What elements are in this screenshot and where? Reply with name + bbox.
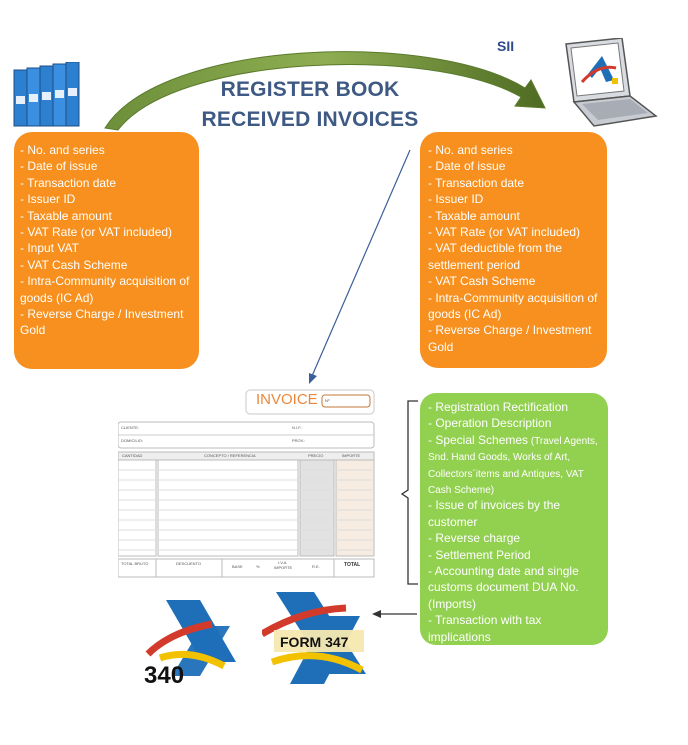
list-item: - Operation Description: [428, 415, 602, 431]
list-item: - VAT Rate (or VAT included): [20, 225, 173, 240]
list-item: - Transaction date: [428, 175, 525, 190]
left-info-box: - No. and series - Date of issue - Trans…: [14, 132, 199, 369]
title-line-1: REGISTER BOOK: [220, 78, 400, 101]
list-item: - Taxable amount: [20, 208, 112, 223]
list-item-text: - Accounting date and single customs doc…: [428, 564, 579, 611]
invoice-foot-amount: IMPORTE: [274, 565, 293, 570]
list-item: - Intra-Community acquisition of goods (…: [20, 274, 190, 305]
sii-label: SII: [497, 38, 515, 54]
invoice-title: INVOICE: [256, 391, 318, 408]
list-item: - Taxable amount: [428, 208, 520, 223]
invoice-col-concept: CONCEPTO / REFERENCIA: [204, 453, 256, 458]
invoice-foot-discount: DESCUENTO: [176, 561, 202, 566]
list-item: - Date of issue: [428, 159, 506, 174]
logo-340-text: 340: [144, 662, 185, 689]
list-item: - VAT Cash Scheme: [20, 257, 128, 272]
list-item: - Issue of invoices by the customer: [428, 497, 602, 530]
list-item-text: - Issue of invoices by the customer: [428, 498, 561, 529]
special-info-box: - Registration Rectification - Operation…: [420, 393, 608, 645]
list-item: - No. and series: [20, 143, 105, 157]
list-item: - Reverse Charge / Investment Gold: [20, 307, 184, 338]
right-info-box: - No. and series - Date of issue - Trans…: [420, 132, 607, 368]
list-item: - VAT Cash Scheme: [428, 274, 536, 289]
special-info-list: - Registration Rectification - Operation…: [428, 399, 602, 645]
invoice-address-label: DOMICILIO:: [121, 438, 144, 443]
list-item-text: - Special Schemes: [428, 432, 529, 447]
list-item-text: - Operation Description: [428, 416, 552, 431]
invoice-col-amount: IMPORTE: [342, 453, 361, 458]
list-item-text: - Transaction with tax implications: [428, 613, 542, 644]
list-item: - VAT deductible from the settlement per…: [428, 241, 563, 272]
invoice-foot-re: R.E.: [312, 564, 320, 569]
left-info-list: - No. and series - Date of issue - Trans…: [20, 142, 193, 339]
invoice-province-label: PROV.:: [292, 438, 306, 443]
list-item: - No. and series: [428, 143, 513, 157]
list-item-text: - Settlement Period: [428, 547, 531, 562]
list-item: - Transaction date: [20, 175, 117, 190]
list-item: - Input VAT: [20, 241, 79, 256]
agency-logo-347: FORM 347: [262, 590, 374, 686]
invoice-foot-gross: TOTAL BRUTO: [121, 561, 149, 566]
list-item: - Settlement Period: [428, 547, 602, 563]
list-item: - Issuer ID: [20, 192, 76, 207]
list-item: - Intra-Community acquisition of goods (…: [428, 290, 598, 322]
invoice-nif-label: N.I.F.:: [292, 425, 303, 430]
title-line-2: RECEIVED INVOICES: [201, 108, 419, 131]
list-item-text: - Registration Rectification: [428, 400, 569, 414]
invoice-foot-pct: %: [256, 564, 260, 569]
list-item: - VAT Rate (or VAT included): [428, 225, 581, 240]
agency-logo-340: 340: [140, 596, 240, 692]
list-item: - Reverse Charge / Investment Gold: [428, 323, 592, 354]
right-info-list: - No. and series - Date of issue - Trans…: [428, 142, 601, 355]
binders-icon: [12, 61, 84, 128]
invoice-col-price: PRECIO: [308, 453, 324, 458]
invoice-form: INVOICE Nº CLIENTE: N.I.F.: DOMICILIO: P…: [118, 388, 380, 578]
list-item: - Date of issue: [20, 159, 98, 174]
laptop-icon: [552, 37, 662, 130]
list-item: - Transaction with tax implications: [428, 612, 602, 645]
invoice-foot-vat: I.V.A.: [278, 560, 288, 565]
invoice-col-quantity: CANTIDAD: [122, 453, 143, 458]
list-item: - Accounting date and single customs doc…: [428, 563, 602, 612]
invoice-number-label: Nº: [325, 398, 330, 403]
invoice-client-label: CLIENTE:: [121, 425, 140, 430]
invoice-foot-base: BASE: [232, 564, 243, 569]
list-item: - Registration Rectification: [428, 399, 602, 415]
list-item: - Issuer ID: [428, 192, 484, 207]
invoice-foot-total: TOTAL: [344, 562, 361, 568]
list-item-text: - Reverse charge: [428, 531, 521, 546]
list-item-subtext: (Travel Agents, Snd. Hand Goods, Works o…: [428, 435, 598, 497]
logo-347-text: FORM 347: [280, 634, 349, 650]
list-item: - Reverse charge: [428, 530, 602, 546]
list-item: - Special Schemes (Travel Agents, Snd. H…: [428, 432, 602, 498]
